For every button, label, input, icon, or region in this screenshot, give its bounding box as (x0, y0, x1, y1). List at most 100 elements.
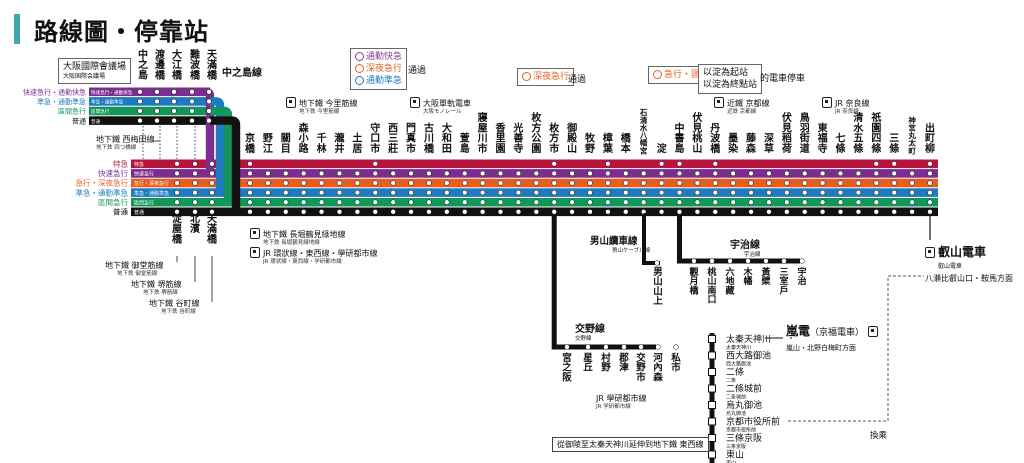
nk-service-band (89, 116, 210, 125)
stop-dot (855, 189, 862, 196)
legend-osaka-title: 大阪國際會議場 (63, 62, 127, 72)
stop-dot (354, 180, 361, 186)
stop-dot (784, 209, 790, 215)
transfer-name: 地下鐵 西梅田線 (96, 135, 155, 144)
stop-dot (694, 180, 701, 186)
station-name: 門真市 (406, 122, 416, 154)
katano-stop-dot (673, 344, 679, 350)
stop-dot (712, 199, 718, 205)
nk-station-name: 大江橋 (172, 48, 183, 81)
stop-dot (408, 209, 414, 215)
station-name: 京橋 (245, 132, 256, 155)
transfer-name: 地下鐵 堺筋線 (131, 280, 182, 289)
legend-osaka-subtitle: 大阪国際会議場 (63, 73, 106, 80)
stop-dot (730, 199, 736, 205)
stop-dot (515, 199, 522, 205)
transfer-name: 地下鐵 今里筋線 (299, 99, 358, 108)
left-stop-dot (192, 170, 198, 177)
legend-midnight-box: 深夜急行 (517, 68, 575, 86)
nk-stop-dot (206, 98, 212, 105)
nk-stop-dot (137, 117, 143, 124)
stop-dot (462, 180, 468, 186)
stop-dot (479, 170, 486, 177)
stop-dot (336, 170, 343, 177)
legend-sanjo-box: 通勤快急 深夜急行 通勤準急 (350, 48, 408, 90)
left-stop-dot (209, 209, 215, 215)
stop-dot (247, 170, 253, 177)
station-name: 清水五條 (852, 111, 864, 155)
stop-dot (873, 209, 879, 215)
legend-express-label: 急行・區間 (664, 70, 710, 80)
legend-express-line1: 以淀為起站 (703, 68, 749, 78)
station-name: 古川橋 (423, 121, 435, 154)
stop-dot (283, 170, 289, 177)
stop-dot (658, 189, 665, 196)
stop-dot (819, 180, 826, 186)
legend-osaka-box: 大阪國際會議場 大阪国際会議場 (58, 58, 132, 84)
stop-dot (462, 199, 468, 205)
stop-dot (837, 180, 844, 186)
stop-dot (873, 199, 879, 205)
nk-service-badge-label: 快速急行・通勤快急 (91, 89, 133, 96)
station-name: 中書島 (674, 121, 684, 154)
transfer-name: 大阪單軌電車 (423, 99, 471, 108)
stop-dot (426, 209, 432, 215)
transfer-midosuji: 地下鐵 御堂筋線地下鉄 御堂筋線 (105, 261, 164, 279)
stop-dot (766, 170, 772, 177)
station-name: 樟葉 (602, 132, 614, 155)
stop-dot (551, 180, 557, 186)
legend-label: 通勤快急 (366, 52, 403, 62)
otokoyama-stop-dot (654, 260, 660, 266)
stop-dot (623, 180, 629, 186)
left-stop-dot (192, 180, 198, 186)
uji-line (676, 215, 800, 264)
stop-dot (390, 170, 396, 177)
tozai-stop-square (708, 417, 716, 426)
stop-dot (837, 170, 844, 177)
stop-dot (444, 189, 450, 196)
stop-dot (676, 209, 683, 215)
stop-dot (515, 170, 522, 177)
tozai-stop-square (708, 351, 716, 360)
stop-dot (283, 209, 289, 215)
stop-dot (712, 161, 718, 167)
stop-dot (712, 180, 718, 186)
stop-dot (354, 199, 361, 205)
station-name: 伏見桃山 (691, 111, 702, 155)
caption: 從御陵至太秦天神川延伸到地下鐵 東西線 (552, 437, 709, 452)
tozai-station-sub: 烏丸御池 (726, 410, 746, 417)
stop-dot (533, 180, 539, 186)
stop-dot (909, 209, 915, 215)
stop-dot (766, 180, 772, 186)
station-name: 丹波橋 (710, 122, 721, 154)
legend-express-box: 急行・區間 (648, 66, 715, 84)
stop-dot (444, 180, 450, 186)
stop-dot (587, 209, 593, 215)
stop-dot (462, 170, 468, 177)
katano-station-name: 宮之阪 (562, 352, 572, 383)
station-name: 光善寺 (512, 121, 523, 154)
stop-dot (551, 199, 557, 205)
station-name: 土居 (352, 132, 362, 155)
stop-dot (873, 170, 879, 177)
uji-stop-dot (799, 258, 805, 264)
service-name: 急行・深夜急行 (76, 178, 129, 188)
nk-stop-dot (189, 108, 195, 114)
stop-dot (587, 180, 593, 186)
stop-dot (909, 189, 915, 196)
nk-service-name: 普通 (72, 116, 86, 125)
tozai-station-name: 烏丸御池 (726, 399, 762, 411)
stop-dot (819, 209, 826, 215)
uji-stop-dot (709, 258, 715, 264)
stop-dot (587, 170, 593, 177)
stop-dot (837, 189, 844, 196)
nk-stop-dot (206, 89, 212, 95)
nk-stop-dot (137, 108, 143, 114)
train-icon (868, 326, 879, 337)
station-name: 瀧井 (334, 132, 344, 155)
stop-dot (676, 189, 683, 196)
nk-station-name: 中之島 (138, 48, 148, 81)
left-stop-dot (174, 199, 180, 205)
stop-dot (605, 209, 611, 215)
